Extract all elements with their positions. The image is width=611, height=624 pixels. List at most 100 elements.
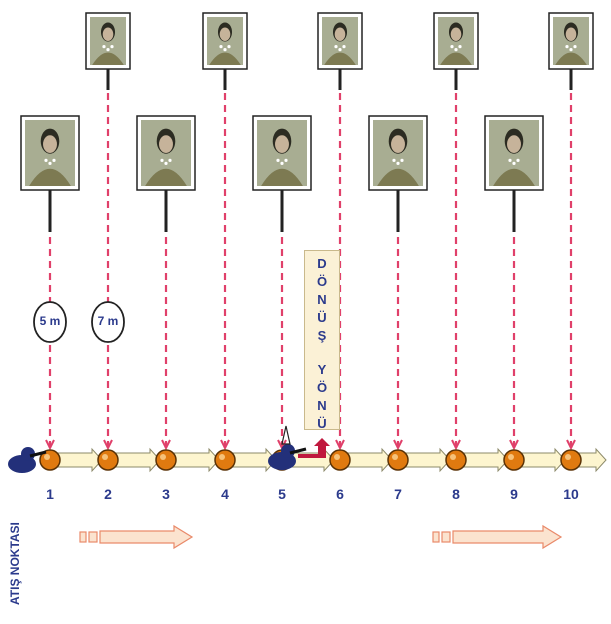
target-face	[102, 27, 114, 41]
firing-point-label: ATIŞ NOKTASI	[8, 522, 22, 605]
aim-arrowhead	[509, 439, 519, 451]
station-number-2: 2	[104, 486, 112, 502]
target-hit-dot	[334, 45, 338, 49]
distance-label: 5 m	[39, 314, 61, 328]
movement-arrow-left-tick	[88, 531, 98, 543]
station-number-5: 5	[278, 486, 286, 502]
target-hit-dot	[392, 158, 396, 162]
station-highlight	[160, 454, 166, 460]
range-pylon	[281, 425, 291, 445]
target-face	[565, 27, 577, 41]
target-hit-dot	[280, 161, 284, 165]
target-hit-dot	[454, 48, 458, 52]
target-hit-dot	[219, 45, 223, 49]
target-hit-dot	[569, 48, 573, 52]
station-highlight	[102, 454, 108, 460]
shooter-head	[281, 444, 295, 458]
track-arrow	[113, 447, 161, 473]
station-marker	[155, 449, 177, 471]
station-marker	[387, 449, 409, 471]
target-face	[159, 135, 173, 153]
target-hit-dot	[106, 48, 110, 52]
movement-arrow-right	[452, 524, 563, 550]
target-body	[209, 52, 241, 65]
station-number-10: 10	[563, 486, 579, 502]
station-number-6: 6	[336, 486, 344, 502]
station-number-9: 9	[510, 486, 518, 502]
aim-arrowhead	[161, 439, 171, 451]
station-marker	[97, 449, 119, 471]
target-hit-dot	[164, 161, 168, 165]
station-marker	[214, 449, 236, 471]
target-hit-dot	[396, 161, 400, 165]
target-hit-dot	[450, 45, 454, 49]
target-hit-dot	[508, 158, 512, 162]
target-hit-dot	[342, 45, 346, 49]
target-hit-dot	[160, 158, 164, 162]
turn-arrow-icon	[298, 438, 330, 458]
target-hit-dot	[338, 48, 342, 52]
distance-marker	[91, 301, 125, 343]
target-hit-dot	[48, 161, 52, 165]
target-body	[493, 168, 535, 186]
target-hit-dot	[227, 45, 231, 49]
track-arrow	[55, 447, 103, 473]
shooter-weapon	[289, 447, 307, 455]
target-body	[29, 168, 71, 186]
target-face	[391, 135, 405, 153]
target-hit-dot	[512, 161, 516, 165]
station-number-4: 4	[221, 486, 229, 502]
target-body	[145, 168, 187, 186]
distance-marker	[33, 301, 67, 343]
target-hit-dot	[573, 45, 577, 49]
aim-arrowhead	[335, 439, 345, 451]
movement-arrow-left-tick	[79, 531, 87, 543]
target-hit-dot	[458, 45, 462, 49]
target-body	[440, 52, 472, 65]
track-arrow	[461, 447, 509, 473]
target-hit-dot	[44, 158, 48, 162]
target-hit-dot	[52, 158, 56, 162]
target-hit-dot	[102, 45, 106, 49]
station-number-3: 3	[162, 486, 170, 502]
target-face	[43, 135, 57, 153]
target-face	[334, 27, 346, 41]
target-face	[275, 135, 289, 153]
target-face	[450, 27, 462, 41]
target-hit-dot	[168, 158, 172, 162]
station-number-7: 7	[394, 486, 402, 502]
aim-arrowhead	[45, 439, 55, 451]
station-marker	[445, 449, 467, 471]
station-highlight	[219, 454, 225, 460]
aim-arrowhead	[220, 439, 230, 451]
target-body	[324, 52, 356, 65]
movement-arrow-right-tick	[432, 531, 440, 543]
target-hit-dot	[284, 158, 288, 162]
target-hit-dot	[516, 158, 520, 162]
shooter-weapon	[29, 450, 47, 458]
station-highlight	[334, 454, 340, 460]
target-hit-dot	[276, 158, 280, 162]
station-marker	[329, 449, 351, 471]
target-face	[507, 135, 521, 153]
track-arrow	[519, 447, 566, 473]
target-hit-dot	[565, 45, 569, 49]
target-body	[92, 52, 124, 65]
distance-label: 7 m	[97, 314, 119, 328]
station-highlight	[450, 454, 456, 460]
station-marker	[503, 449, 525, 471]
aim-arrowhead	[103, 439, 113, 451]
target-body	[555, 52, 587, 65]
track-arrow	[345, 447, 393, 473]
movement-arrow-left	[99, 524, 194, 550]
target-hit-dot	[223, 48, 227, 52]
aim-arrowhead	[566, 439, 576, 451]
target-hit-dot	[110, 45, 114, 49]
station-highlight	[508, 454, 514, 460]
station-marker	[560, 449, 582, 471]
station-number-8: 8	[452, 486, 460, 502]
station-highlight	[44, 454, 50, 460]
